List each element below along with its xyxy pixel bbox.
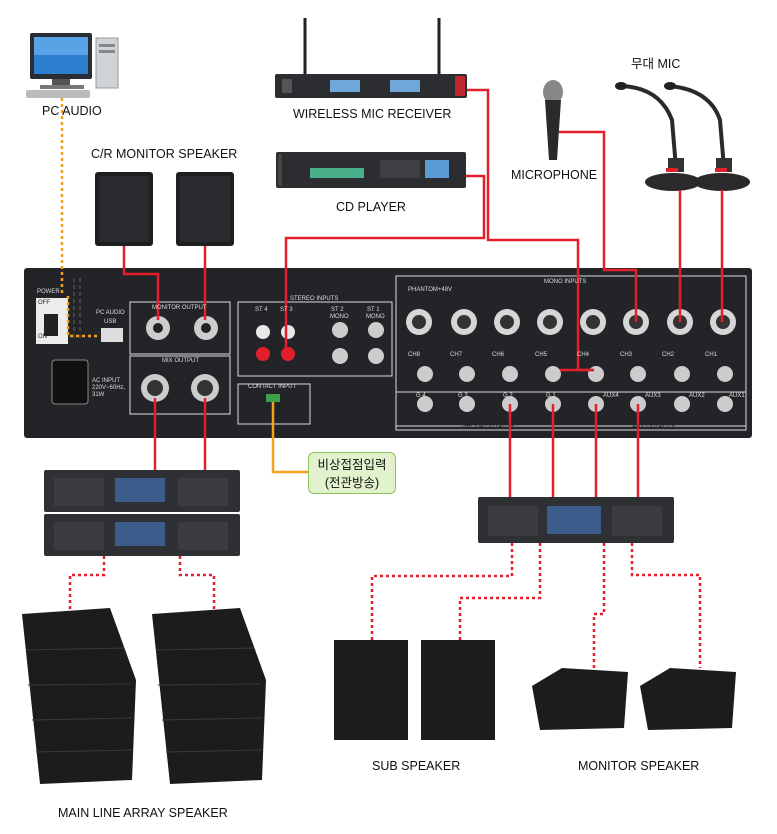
amplifier-sub-monitor (478, 497, 674, 543)
line-array-speaker-left (22, 608, 136, 784)
contact-input-label: CONTACT INPUT (248, 384, 297, 390)
aux-outputs-label: AUX OUTPUTS (632, 424, 675, 430)
aux2-label: AUX2 (689, 393, 705, 399)
usb-label: USB (104, 319, 117, 325)
monitor-speaker-label: MONITOR SPEAKER (578, 759, 700, 773)
ch6-label: CH6 (492, 352, 505, 358)
aux4-label: AUX4 (603, 393, 619, 399)
wireless-mic-receiver-label: WIRELESS MIC RECEIVER (293, 107, 452, 121)
ch8-label: CH8 (408, 352, 421, 358)
power-label: POWER (37, 289, 60, 295)
g1-label: G 1 (546, 393, 556, 399)
cd-player-label: CD PLAYER (336, 200, 406, 214)
aux3-label: AUX3 (645, 393, 661, 399)
ch5-label: CH5 (535, 352, 548, 358)
monitor-output-label: MONITOR OUTPUT (152, 305, 207, 311)
cr-monitor-speaker-label: C/R MONITOR SPEAKER (91, 147, 238, 161)
g4-label: G 4 (416, 393, 426, 399)
emergency-contact-callout: 비상접점입력 (전관방송) (308, 452, 396, 494)
ac-input-label-1: AC INPUT (92, 378, 121, 384)
st2-label: ST 2 (331, 307, 344, 313)
ch7-label: CH7 (450, 352, 463, 358)
pc-audio-panel-label: PC AUDIO (96, 310, 125, 316)
on-label: ON (38, 334, 47, 340)
off-label: OFF (38, 300, 50, 306)
ch3-label: CH3 (620, 352, 633, 358)
amplifier-main (44, 470, 240, 556)
ch1-label: CH1 (705, 352, 718, 358)
ch2-label: CH2 (662, 352, 675, 358)
stage-mic-icon (615, 82, 750, 191)
contact-input-cable (271, 402, 308, 474)
st1-mono-label: MONO (366, 314, 385, 320)
stereo-inputs-label: STEREO INPUTS (290, 296, 339, 302)
ac-input-label-3: 31W (92, 392, 105, 398)
callout-line1: 비상접점입력 (317, 458, 387, 472)
st3-label: ST 3 (280, 307, 293, 313)
speaker-cables (68, 543, 702, 668)
g2-label: G 2 (503, 393, 513, 399)
st1-label: ST 1 (367, 307, 380, 313)
main-line-array-speaker-label: MAIN LINE ARRAY SPEAKER (58, 806, 228, 820)
ch4-label: CH4 (577, 352, 590, 358)
phantom-label: PHANTOM+48V (408, 287, 453, 293)
pc-audio-label: PC AUDIO (42, 104, 102, 118)
group-outputs-label: GROUP OUTPUTS (462, 424, 515, 430)
mono-inputs-label: MONO INPUTS (544, 279, 587, 285)
wireless-mic-receiver-icon (275, 18, 467, 98)
sub-speaker-icon (334, 640, 495, 740)
cr-monitor-speaker-icon (95, 172, 234, 246)
st4-label: ST 4 (255, 307, 268, 313)
mix-output-label: MIX OUTPUT (162, 358, 199, 364)
line-array-speaker-right (152, 608, 266, 784)
cd-player-icon (276, 152, 466, 188)
stage-mic-label: 무대 MIC (631, 57, 681, 71)
sub-speaker-label: SUB SPEAKER (372, 759, 461, 773)
pc-icon (26, 33, 119, 98)
stage-monitor-speaker-icon (532, 668, 736, 730)
callout-line2: (전관방송) (324, 476, 380, 490)
pc-audio-cable (60, 98, 100, 338)
g3-label: G 3 (458, 393, 468, 399)
handheld-microphone-icon (543, 80, 563, 160)
aux1-label: AUX1 (729, 393, 745, 399)
st2-mono-label: MONO (330, 314, 349, 320)
ac-input-label-2: 220V~60Hz, (92, 385, 126, 391)
mixer-rear-panel (24, 268, 752, 438)
microphone-label: MICROPHONE (511, 168, 598, 182)
cables (122, 88, 724, 497)
